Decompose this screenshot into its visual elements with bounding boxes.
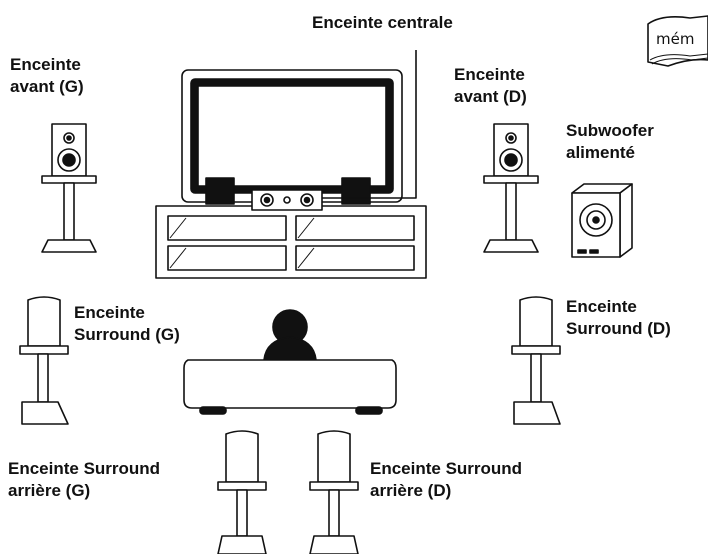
center-speaker-icon: [251, 50, 417, 211]
surround-back-right-line1: Enceinte Surround: [370, 459, 523, 478]
label-front-right: Enceinte avant (D): [454, 64, 527, 108]
surround-back-left-speaker-icon: [217, 430, 267, 554]
surround-back-right-speaker-icon: [309, 430, 359, 554]
label-surround-back-left: Enceinte Surround arrière (G): [8, 458, 160, 502]
front-right-speaker-icon: [483, 123, 539, 253]
surround-right-line1: Enceinte: [566, 297, 637, 316]
label-surround-left: Enceinte Surround (G): [74, 302, 180, 346]
label-center-speaker: Enceinte centrale: [312, 12, 453, 34]
surround-right-line2: Surround (D): [566, 319, 671, 338]
sofa-icon: [183, 359, 397, 415]
label-subwoofer: Subwoofer alimenté: [566, 120, 654, 164]
surround-back-left-line1: Enceinte Surround: [8, 459, 161, 478]
label-surround-right: Enceinte Surround (D): [566, 296, 671, 340]
surround-left-line1: Enceinte: [74, 303, 145, 322]
open-book-icon: [647, 15, 708, 67]
front-left-line2: avant (G): [10, 77, 84, 96]
label-front-left: Enceinte avant (G): [10, 54, 84, 98]
front-left-speaker-icon: [41, 123, 97, 253]
surround-back-left-line2: arrière (G): [8, 481, 91, 500]
surround-right-speaker-icon: [511, 296, 561, 425]
tv-stand: [155, 205, 427, 279]
subwoofer-line2: alimenté: [566, 143, 635, 162]
memo-label: mém: [656, 30, 695, 48]
subwoofer-icon: [571, 183, 633, 258]
surround-back-right-line2: arrière (D): [370, 481, 452, 500]
surround-left-line2: Surround (G): [74, 325, 180, 344]
front-right-line1: Enceinte: [454, 65, 525, 84]
listener-icon: [263, 309, 317, 361]
label-surround-back-right: Enceinte Surround arrière (D): [370, 458, 522, 502]
front-left-line1: Enceinte: [10, 55, 81, 74]
subwoofer-line1: Subwoofer: [566, 121, 654, 140]
surround-left-speaker-icon: [19, 296, 69, 425]
tv-icon: [181, 69, 403, 205]
front-right-line2: avant (D): [454, 87, 527, 106]
center-label-text: Enceinte centrale: [312, 13, 453, 32]
